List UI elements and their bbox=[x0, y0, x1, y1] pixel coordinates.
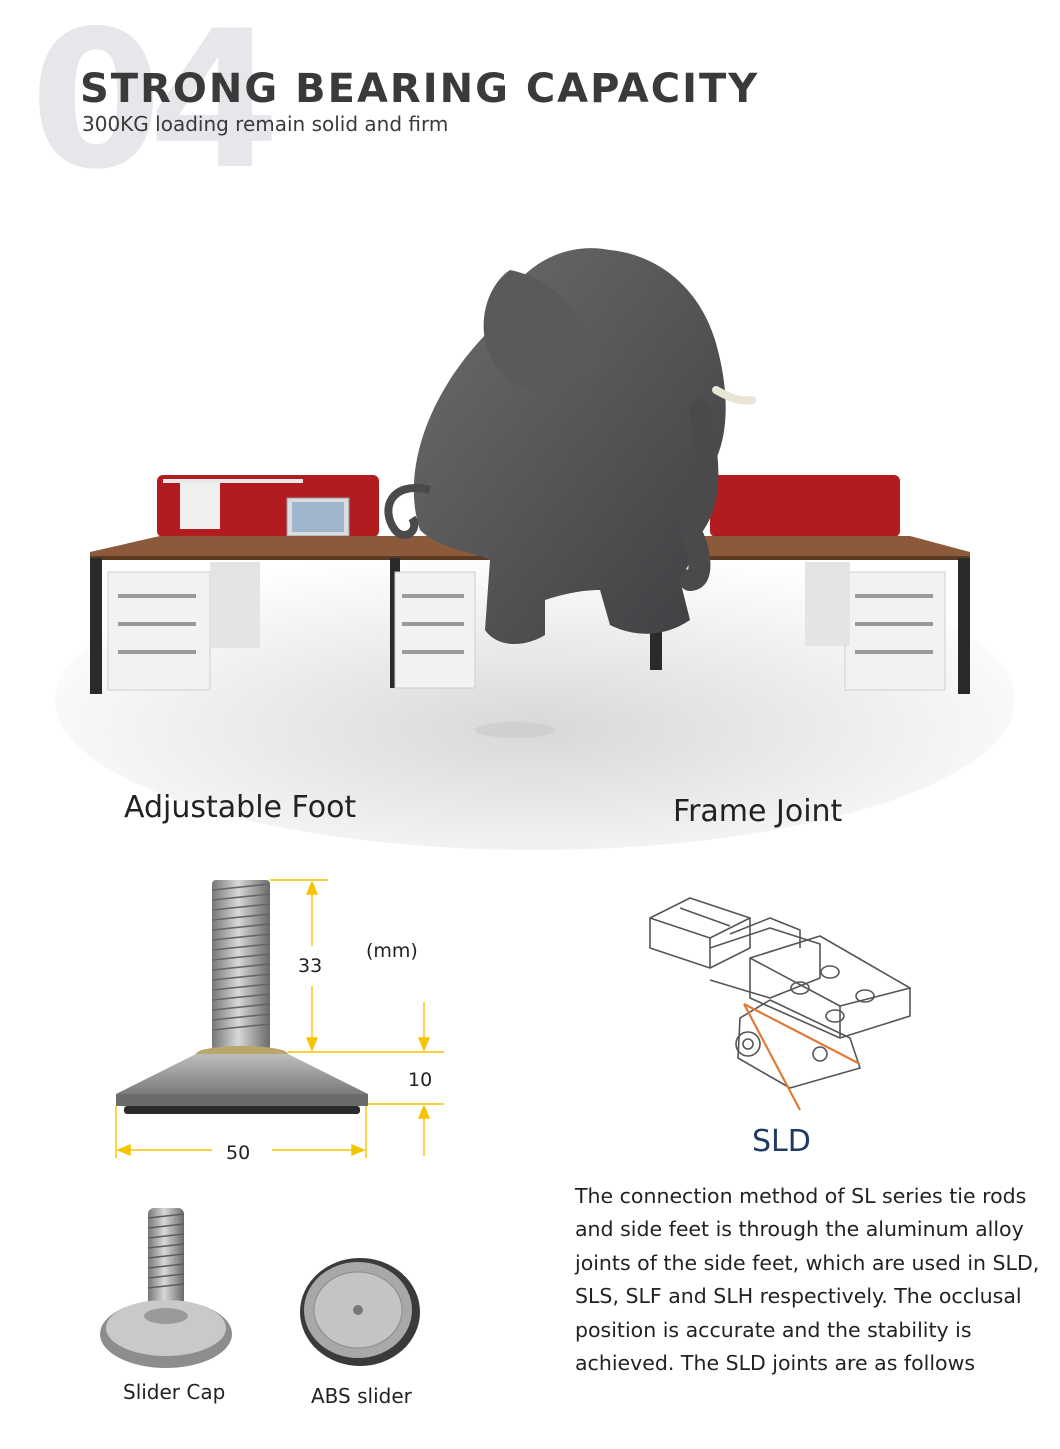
section-number: 04 bbox=[30, 0, 280, 211]
joint-label: SLD bbox=[752, 1124, 811, 1159]
dimension-unit-label: (mm) bbox=[366, 940, 418, 962]
frame-joint-diagram bbox=[649, 897, 911, 1111]
adjustable-foot-diagram bbox=[115, 879, 444, 1158]
page-title: STRONG BEARING CAPACITY bbox=[80, 66, 760, 112]
hero-desk-elephant-image bbox=[55, 248, 1015, 850]
dimension-base-label: 10 bbox=[408, 1069, 433, 1091]
joint-description: The connection method of SL series tie r… bbox=[575, 1184, 1040, 1376]
slider-cap-image bbox=[100, 1208, 232, 1368]
abs-slider-caption: ABS slider bbox=[311, 1384, 412, 1408]
slider-cap-caption: Slider Cap bbox=[123, 1380, 226, 1404]
adjustable-foot-title: Adjustable Foot bbox=[124, 790, 357, 825]
abs-slider-image bbox=[300, 1258, 420, 1366]
dimension-height-label: 33 bbox=[298, 955, 323, 977]
page-subtitle: 300KG loading remain solid and firm bbox=[82, 112, 449, 136]
frame-joint-title: Frame Joint bbox=[673, 794, 843, 829]
dimension-width-label: 50 bbox=[226, 1142, 251, 1164]
